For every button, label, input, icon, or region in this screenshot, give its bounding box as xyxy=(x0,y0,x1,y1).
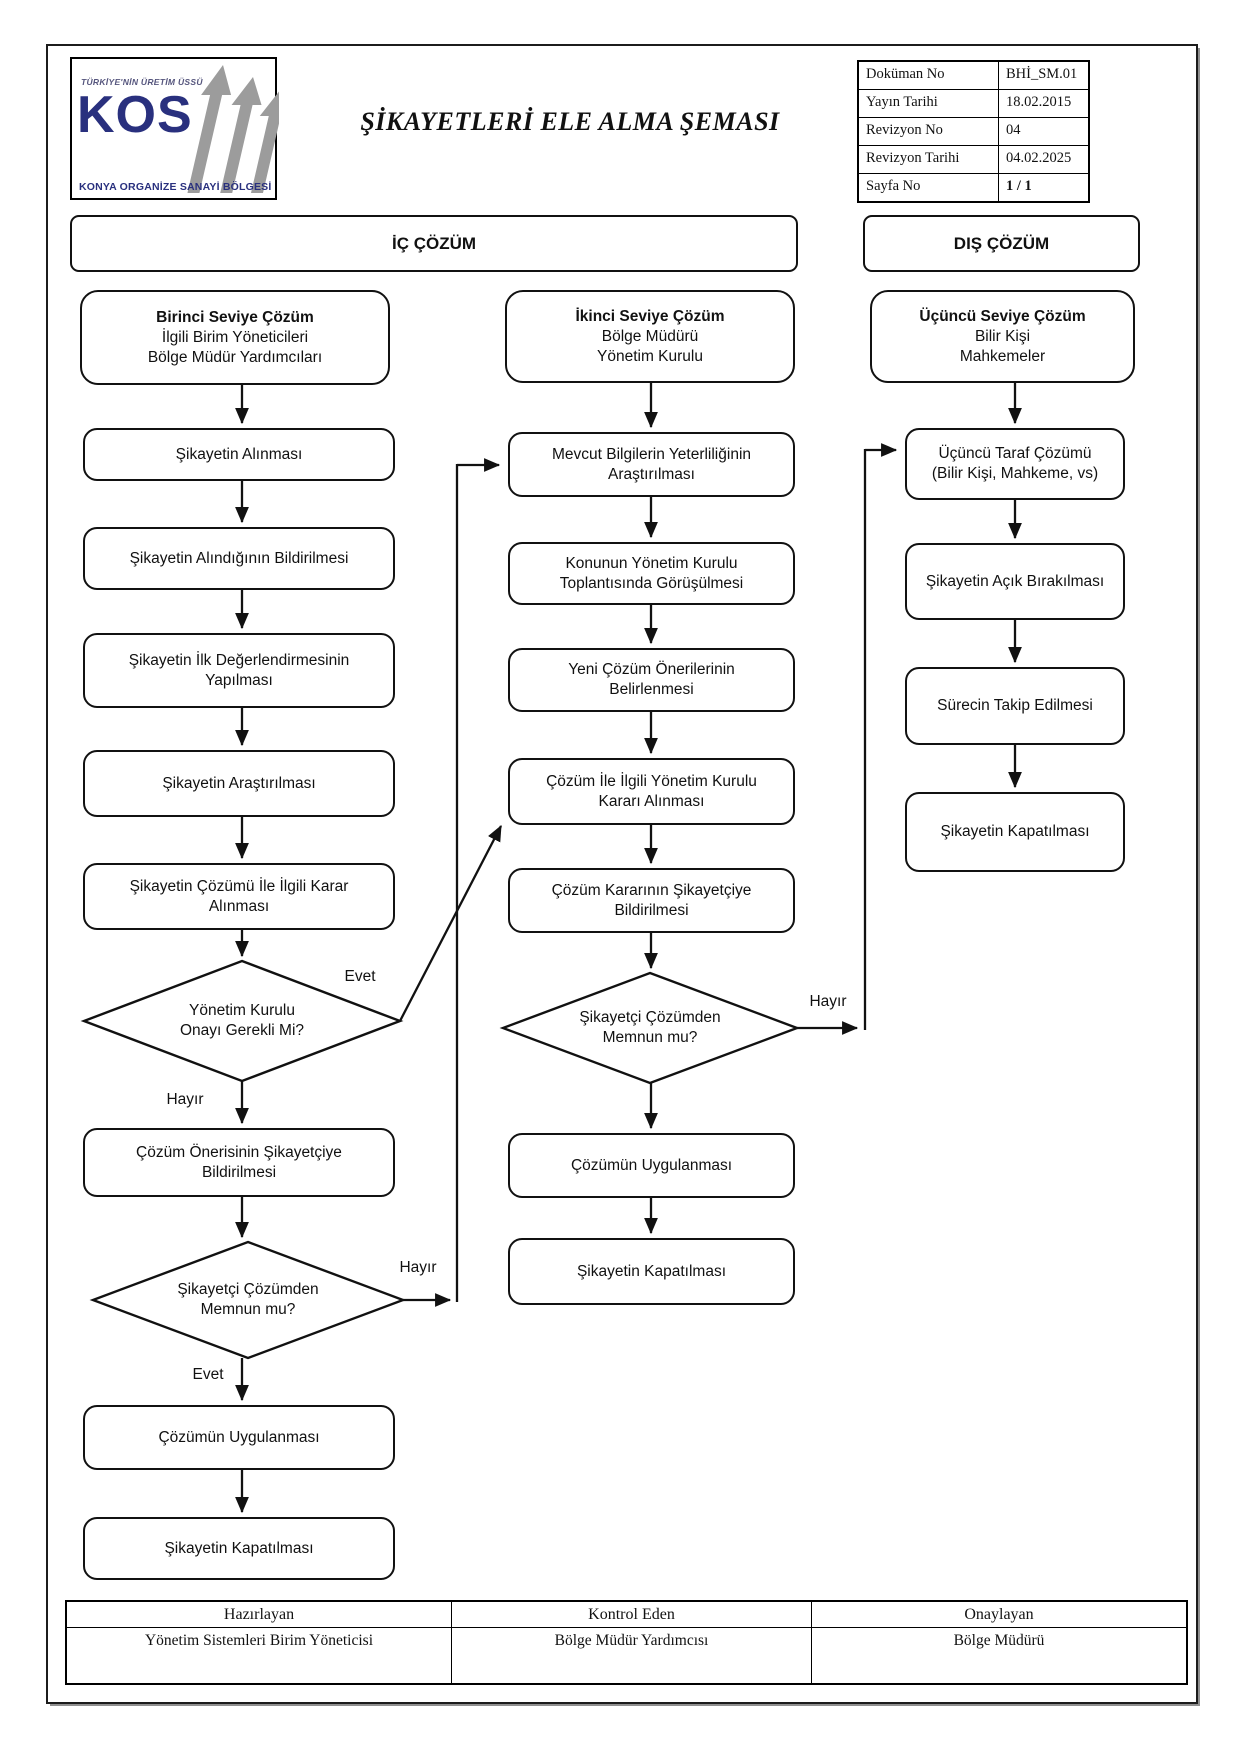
doc-info-label: Doküman No xyxy=(859,62,999,89)
doc-info-value: 04.02.2025 xyxy=(1006,150,1072,166)
approval-role: Kontrol Eden xyxy=(452,1602,812,1628)
approval-role: Onaylayan xyxy=(812,1602,1186,1628)
level3-title: Üçüncü Seviye Çözüm xyxy=(919,307,1086,325)
flow-box-level1: Birinci Seviye Çözüm İlgili Birim Yöneti… xyxy=(80,290,390,385)
doc-info-row: Yayın Tarihi 18.02.2015 xyxy=(859,89,1088,117)
approval-role: Hazırlayan xyxy=(67,1602,452,1628)
approval-name: Yönetim Sistemleri Birim Yöneticisi xyxy=(67,1628,452,1683)
doc-info-label: Sayfa No xyxy=(859,174,999,201)
level2-title: İkinci Seviye Çözüm xyxy=(575,307,725,325)
flow-box-sikayetin-kapatilmasi-col1: Şikayetin Kapatılması xyxy=(83,1517,395,1580)
flow-box-sikayetin-arastirilmasi: Şikayetin Araştırılması xyxy=(83,750,395,817)
branch-label-evet-2: Evet xyxy=(192,1366,224,1383)
flow-box-surecin-takibi: Sürecin Takip Edilmesi xyxy=(905,667,1125,745)
lane-header-dis-cozum: DIŞ ÇÖZÜM xyxy=(863,215,1140,272)
doc-info-value: BHİ_SM.01 xyxy=(1006,66,1078,82)
flow-box-sikayetin-kapatilmasi-col3: Şikayetin Kapatılması xyxy=(905,792,1125,872)
logo-acronym: KOS xyxy=(77,86,193,144)
doc-info-value: 18.02.2015 xyxy=(1006,94,1072,110)
approval-name: Bölge Müdürü xyxy=(953,1632,1045,1649)
level3-subtitle: Bilir Kişi Mahkemeler xyxy=(959,327,1046,365)
flow-box-sikayetin-alinmasi: Şikayetin Alınması xyxy=(83,428,395,481)
branch-label-evet-1: Evet xyxy=(344,968,376,985)
doc-info-value: 1 / 1 xyxy=(1006,178,1032,194)
logo-arrows-icon xyxy=(187,65,279,193)
flow-box-acik-birakilmasi: Şikayetin Açık Bırakılması xyxy=(905,543,1125,620)
doc-info-label: Revizyon No xyxy=(859,118,999,145)
flow-box-ilk-degerlendirme: Şikayetin İlk Değerlendirmesinin Yapılma… xyxy=(83,633,395,708)
doc-info-label: Revizyon Tarihi xyxy=(859,146,999,173)
flow-box-karar-bildirilmesi: Çözüm Kararının Şikayetçiye Bildirilmesi xyxy=(508,868,795,933)
flow-box-cozumun-uygulanmasi-col2: Çözümün Uygulanması xyxy=(508,1133,795,1198)
flow-box-cozum-karar-alinmasi: Şikayetin Çözümü İle İlgili Karar Alınma… xyxy=(83,863,395,930)
logo-tagline: TÜRKİYE'NİN ÜRETİM ÜSSÜ xyxy=(81,77,203,87)
flow-box-ucuncu-taraf-cozumu: Üçüncü Taraf Çözümü (Bilir Kişi, Mahkeme… xyxy=(905,428,1125,500)
flow-box-level2: İkinci Seviye Çözüm Bölge Müdürü Yönetim… xyxy=(505,290,795,383)
flow-box-cozumun-uygulanmasi-col1: Çözümün Uygulanması xyxy=(83,1405,395,1470)
logo-org-name: KONYA ORGANİZE SANAYİ BÖLGESİ xyxy=(79,181,272,193)
flow-box-kurul-karari-alinmasi: Çözüm İle İlgili Yönetim Kurulu Kararı A… xyxy=(508,758,795,825)
flow-box-yonetim-kurulu-gorusme: Konunun Yönetim Kurulu Toplantısında Gör… xyxy=(508,542,795,605)
doc-info-label: Yayın Tarihi xyxy=(859,90,999,117)
flow-box-yeni-cozum-onerileri: Yeni Çözüm Önerilerinin Belirlenmesi xyxy=(508,648,795,712)
logo-cell: TÜRKİYE'NİN ÜRETİM ÜSSÜ KOS KONYA ORGANİ… xyxy=(70,57,279,200)
decision-yonetim-kurulu-onayi: Yönetim Kurulu Onayı Gerekli Mi? xyxy=(179,1002,305,1039)
branch-label-hayir-2: Hayır xyxy=(399,1259,437,1276)
doc-info-row: Sayfa No 1 / 1 xyxy=(859,173,1088,201)
doc-info-row: Doküman No BHİ_SM.01 xyxy=(859,62,1088,89)
level2-subtitle: Bölge Müdürü Yönetim Kurulu xyxy=(597,327,703,365)
page-title: ŞİKAYETLERİ ELE ALMA ŞEMASI xyxy=(360,107,780,136)
flow-box-level3: Üçüncü Seviye Çözüm Bilir Kişi Mahkemele… xyxy=(870,290,1135,383)
branch-label-hayir-3: Hayır xyxy=(809,993,847,1010)
flow-box-bilgi-yeterliligi: Mevcut Bilgilerin Yeterliliğinin Araştır… xyxy=(508,432,795,497)
flow-box-oneri-bildirilmesi: Çözüm Önerisinin Şikayetçiye Bildirilmes… xyxy=(83,1128,395,1197)
branch-label-hayir-1: Hayır xyxy=(166,1091,204,1108)
approval-name: Bölge Müdür Yardımcısı xyxy=(452,1628,812,1683)
doc-info-row: Revizyon Tarihi 04.02.2025 xyxy=(859,145,1088,173)
doc-info-table: Doküman No BHİ_SM.01 Yayın Tarihi 18.02.… xyxy=(857,60,1090,203)
level1-subtitle: İlgili Birim Yöneticileri Bölge Müdür Ya… xyxy=(147,328,323,366)
lane-header-ic-cozum: İÇ ÇÖZÜM xyxy=(70,215,798,272)
decision-memnun-mu-col2: Şikayetçi Çözümden Memnun mu? xyxy=(579,1009,721,1046)
doc-info-row: Revizyon No 04 xyxy=(859,117,1088,145)
flow-box-alindiginin-bildirilmesi: Şikayetin Alındığının Bildirilmesi xyxy=(83,527,395,590)
approval-table: Hazırlayan Kontrol Eden Onaylayan Yöneti… xyxy=(65,1600,1188,1685)
decision-memnun-mu-col1: Şikayetçi Çözümden Memnun mu? xyxy=(177,1281,319,1318)
doc-info-value: 04 xyxy=(1006,122,1021,138)
level1-title: Birinci Seviye Çözüm xyxy=(156,308,314,326)
flow-box-sikayetin-kapatilmasi-col2: Şikayetin Kapatılması xyxy=(508,1238,795,1305)
